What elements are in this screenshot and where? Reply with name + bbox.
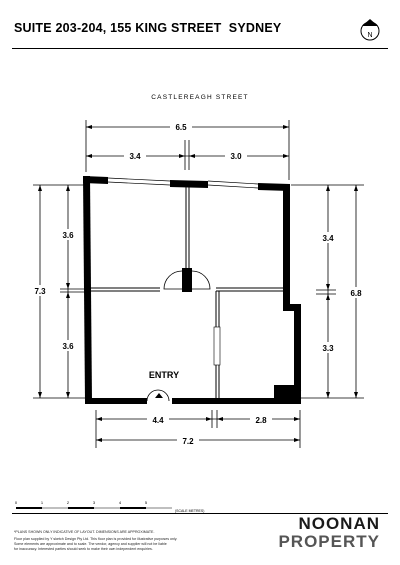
- page-title: SUITE 203-204, 155 KING STREET SYDNEY: [14, 21, 282, 35]
- scale-tick: 0: [15, 500, 18, 505]
- scale-tick: 4: [119, 500, 122, 505]
- dim-left-lower: 3.6: [62, 342, 74, 351]
- supplier-note: Some elements are approximate and to sca…: [14, 542, 167, 546]
- entry-arrow-icon: [155, 393, 163, 398]
- brand-subname: PROPERTY: [278, 532, 380, 551]
- scale-tick: 1: [41, 500, 44, 505]
- supplier-note: for inaccuracy. Interested parties shoul…: [14, 547, 153, 551]
- interior-partitions: [91, 187, 283, 398]
- dim-right-upper: 3.4: [322, 234, 334, 243]
- partition-junction: [182, 268, 192, 292]
- scale-tick: 5: [145, 500, 148, 505]
- scale-bar: 0 1 2 3 4 5: [15, 500, 172, 509]
- windows: [107, 177, 259, 189]
- compass-letter: N: [367, 32, 372, 39]
- dim-bottom-total: 7.2: [182, 437, 194, 446]
- dim-top-right: 3.0: [230, 152, 242, 161]
- dim-top-total: 6.5: [175, 123, 187, 132]
- scale-tick: 3: [93, 500, 96, 505]
- dim-top-left: 3.4: [129, 152, 141, 161]
- dim-bottom-left: 4.4: [152, 416, 164, 425]
- street-label: CASTLEREAGH STREET: [151, 94, 249, 101]
- dim-left-upper: 3.6: [62, 231, 74, 240]
- brand-name: NOONAN: [298, 514, 380, 533]
- scale-unit: (SCALE METRES): [175, 509, 205, 513]
- dim-right-lower: 3.3: [322, 344, 334, 353]
- store-label: ST: [291, 389, 301, 398]
- store-room: [274, 385, 294, 398]
- dim-left-total: 7.3: [34, 287, 46, 296]
- outer-walls: ST: [83, 176, 301, 404]
- north-arrow-icon: N: [360, 19, 380, 41]
- dim-right-total: 6.8: [350, 289, 362, 298]
- dimension-labels: 6.5 3.4 3.0 7.3 3.6 3.6 6.8 3.4 3.3 4.4 …: [29, 121, 367, 446]
- footer-divider: [12, 513, 388, 514]
- entry-label: ENTRY: [149, 370, 179, 380]
- scale-tick: 2: [67, 500, 70, 505]
- sliding-door: [213, 326, 221, 366]
- dim-bottom-right: 2.8: [255, 416, 267, 425]
- dimension-arrows: [38, 125, 358, 442]
- header-divider: [12, 48, 388, 49]
- disclaimer: *PLANS SHOWN ONLY INDICATIVE OF LAYOUT. …: [14, 530, 155, 534]
- door-swings: [146, 270, 211, 402]
- supplier-note: Floor plan supplied by Y sketch Design P…: [14, 537, 178, 541]
